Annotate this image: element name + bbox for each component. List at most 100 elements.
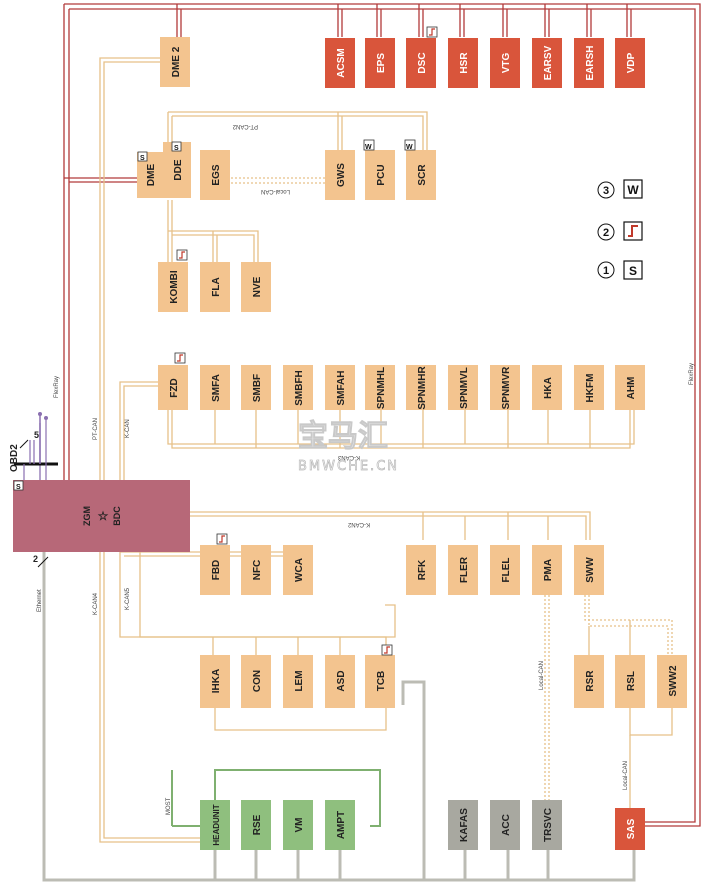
module-ampt[interactable]: AMPT (325, 800, 355, 850)
bus-label-k-can5: K-CAN5 (125, 587, 131, 610)
module-pma[interactable]: PMA (532, 545, 562, 595)
module-vdp[interactable]: VDP (615, 38, 645, 88)
module-ihka[interactable]: IHKA (200, 655, 230, 708)
module-label: SWW (585, 557, 596, 583)
bus-label-pt-can2: PT-CAN2 (232, 123, 258, 129)
module-fler[interactable]: FLER (448, 545, 478, 595)
module-acsm[interactable]: ACSM (325, 38, 355, 88)
module-label: DSC (417, 52, 428, 73)
module-label: SMBFH (294, 370, 305, 406)
module-label: ASD (336, 670, 347, 691)
module-sww2[interactable]: SWW2 (657, 655, 687, 708)
badge-text: W (406, 144, 413, 151)
legend-number: 1 (603, 265, 609, 277)
module-headunit[interactable]: HEADUNIT (200, 800, 230, 850)
badge-w-scr: W (404, 139, 416, 151)
module-label: HKFM (585, 374, 596, 403)
module-label: DDE (173, 159, 184, 180)
module-rsl[interactable]: RSL (615, 655, 645, 708)
module-kafas[interactable]: KAFAS (448, 800, 478, 850)
bus-label-most: MOST (166, 797, 172, 815)
module-label: CON (252, 670, 263, 692)
bus-label-pt-can: PT-CAN (93, 418, 99, 440)
module-con[interactable]: CON (241, 655, 271, 708)
module-sww[interactable]: SWW (574, 545, 604, 595)
module-nve[interactable]: NVE (241, 262, 271, 312)
module-spnmhl[interactable]: SPNMHL (365, 365, 395, 410)
module-kombi[interactable]: KOMBI (158, 262, 188, 312)
module-smbf[interactable]: SMBF (241, 365, 271, 410)
module-label: SCR (417, 164, 428, 186)
module-acc[interactable]: ACC (490, 800, 520, 850)
badge-text: W (365, 144, 372, 151)
module-smfah[interactable]: SMFAH (325, 365, 355, 410)
module-rfk[interactable]: RFK (406, 545, 436, 595)
module-spnmvr[interactable]: SPNMVR (490, 365, 520, 410)
module-fbd[interactable]: FBD (200, 545, 230, 595)
module-eps[interactable]: EPS (365, 38, 395, 88)
gateway-zgm-label: ZGM (82, 506, 92, 526)
module-hkfm[interactable]: HKFM (574, 365, 604, 410)
module-dsc[interactable]: DSC (406, 38, 436, 88)
legend-item-3: 3 W (597, 179, 643, 199)
module-vtg[interactable]: VTG (490, 38, 520, 88)
step-icon-tcb (381, 644, 393, 656)
module-earsv[interactable]: EARSV (532, 38, 562, 88)
module-tcb[interactable]: TCB (365, 655, 395, 708)
watermark-cn: 宝马汇 (298, 419, 388, 454)
module-label: NFC (252, 560, 263, 581)
module-vm[interactable]: VM (283, 800, 313, 850)
module-flel[interactable]: FLEL (490, 545, 520, 595)
module-gws[interactable]: GWS (325, 150, 355, 200)
module-label: EARSV (543, 45, 554, 80)
module-smbfh[interactable]: SMBFH (283, 365, 313, 410)
module-scr[interactable]: SCR (406, 150, 436, 200)
module-label: PCU (376, 164, 387, 185)
module-label: KOMBI (169, 270, 180, 304)
module-label: ACSM (336, 48, 347, 77)
ethernet-pin-count-2: 2 (33, 554, 38, 564)
module-smfa[interactable]: SMFA (200, 365, 230, 410)
obd2-label: OBD2 (9, 444, 20, 472)
step-icon-kombi (176, 249, 188, 261)
module-hka[interactable]: HKA (532, 365, 562, 410)
module-fzd[interactable]: FZD (158, 365, 188, 410)
module-rsr[interactable]: RSR (574, 655, 604, 708)
module-rse[interactable]: RSE (241, 800, 271, 850)
module-trsvc[interactable]: TRSVC (532, 800, 562, 850)
module-label: SMFA (211, 374, 222, 402)
watermark: 宝马汇 BMWCHE.CN (298, 419, 398, 475)
module-spnmhr[interactable]: SPNMHR (406, 365, 436, 410)
module-sas[interactable]: SAS (615, 808, 645, 850)
kcan2-modules: FBD NFC WCA RFK FLER FLEL PMA SWW RSR RS… (200, 545, 687, 708)
module-lem[interactable]: LEM (283, 655, 313, 708)
module-label: SWW2 (668, 665, 679, 697)
module-label: SPNMHL (376, 367, 387, 409)
module-asd[interactable]: ASD (325, 655, 355, 708)
module-ahm[interactable]: AHM (615, 365, 645, 410)
module-pcu[interactable]: PCU (365, 150, 395, 200)
legend: 3 W 2 1 S (597, 179, 643, 280)
module-dme2[interactable]: DME 2 (160, 37, 190, 87)
star-icon: ☆ (98, 509, 109, 523)
module-nfc[interactable]: NFC (241, 545, 271, 595)
gateway-zgm-bdc[interactable]: S ZGM ☆ BDC (13, 480, 190, 552)
module-label: AMPT (336, 811, 347, 839)
module-hsr[interactable]: HSR (448, 38, 478, 88)
badge-text: S (140, 155, 145, 162)
bus-label-k-can: K-CAN (125, 419, 131, 438)
bus-label-local-can-sas: Local-CAN (623, 761, 629, 790)
gateway-bdc-label: BDC (112, 506, 122, 526)
badge-w-pcu: W (363, 139, 375, 151)
module-label: TCB (376, 671, 387, 692)
module-label: FLA (211, 277, 222, 296)
module-spnmvl[interactable]: SPNMVL (448, 365, 478, 410)
module-label: NVE (252, 276, 263, 297)
badge-s-dde: S (171, 141, 182, 152)
module-earsh[interactable]: EARSH (574, 38, 604, 88)
module-label: SPNMVL (459, 367, 470, 409)
module-egs[interactable]: EGS (200, 150, 230, 200)
module-wca[interactable]: WCA (283, 545, 313, 595)
module-fla[interactable]: FLA (200, 262, 230, 312)
